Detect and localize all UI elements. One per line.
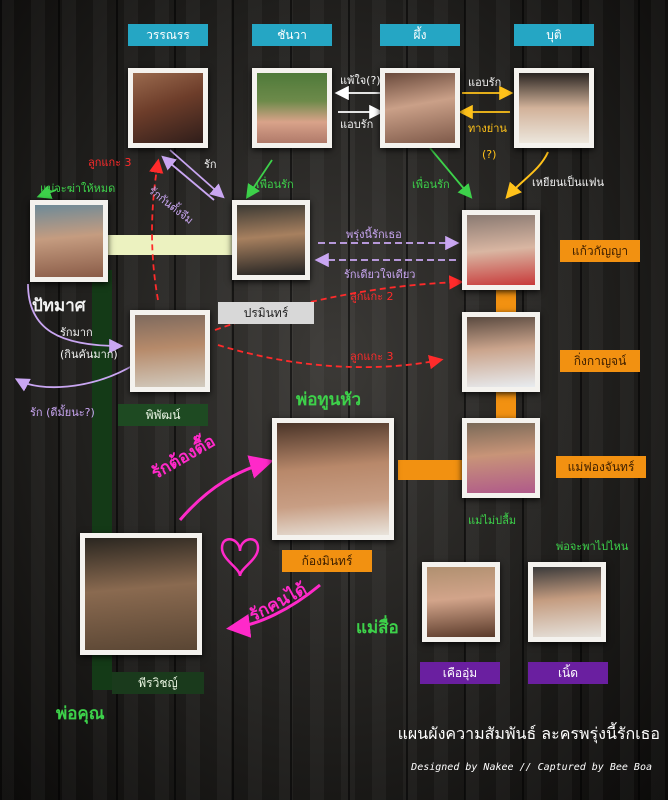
photo-chanwa [252, 68, 332, 148]
label-look-kae-2: ลูกแกะ 2 [350, 290, 394, 303]
tag-pramin: ปรมินทร์ [218, 302, 314, 324]
label-look-kae-3a: ลูกแกะ 3 [88, 156, 132, 169]
heart-icon [220, 538, 260, 577]
arrow-green-2 [429, 147, 473, 199]
photo-patamas [30, 200, 108, 282]
arrow-magenta-2 [226, 583, 321, 638]
label-mae-ja-hai: แม่จะฆ่าให้หมด [40, 182, 116, 195]
tag-buti: บุติ [514, 24, 594, 46]
label-por-toon-hua: พ่อทูนหัว [296, 390, 361, 410]
label-q-mark: (?) [482, 148, 497, 161]
arrow-lilac-1 [169, 149, 225, 199]
tag-wannarn: วรรณรร [128, 24, 208, 46]
photo-neut [528, 562, 606, 642]
label-rak-mak: รักมาก [60, 326, 93, 339]
label-mae-sue: แม่สื่อ [356, 618, 399, 638]
photo-kee-om [422, 562, 500, 642]
arrow-lilac-6 [14, 365, 133, 392]
photo-mae-fongjan [462, 418, 540, 498]
tag-mae-fongjan: แม่ฟองจันทร์ [556, 456, 646, 478]
photo-kaewkanya [462, 210, 540, 290]
label-por-koon: พ่อคุณ [56, 704, 105, 724]
page-title: แผนผังความสัมพันธ์ ละครพรุ่งนี้รักเธอ [397, 724, 660, 743]
tag-pipat: พิพัฒน์ [118, 404, 208, 426]
label-tang-yang: ทางย่าน [468, 122, 507, 135]
label-puean-rak-right: เพื่อนรัก [412, 178, 450, 191]
label-puean-rak-left: เพื่อนรัก [256, 178, 294, 191]
tag-neut: เนิ้ด [528, 662, 608, 684]
photo-kingkanya [462, 312, 540, 392]
label-look-kae-3b: ลูกแกะ 3 [350, 350, 394, 363]
arrow-red-mid2 [217, 344, 444, 370]
label-p-fai-jai: แพ้ใจ(?) [340, 74, 381, 87]
photo-pirawit [80, 533, 202, 655]
photo-pipat [130, 310, 210, 392]
arrow-green-3 [36, 185, 57, 199]
label-rak-dee: รัก (ดีมั้ยนะ?) [30, 406, 95, 419]
label-rak-short: รัก [204, 158, 217, 171]
arrow-lilac-2 [161, 155, 215, 201]
arrow-magenta-1 [178, 455, 274, 521]
photo-kongmin [272, 418, 394, 540]
arrow-buti-kaew [505, 151, 549, 200]
tag-pueng: ผึ้ง [380, 24, 460, 46]
label-por-ja-pai: พ่อจะพาไปไหน [556, 540, 629, 553]
name-patamas: ปัทมาศ [32, 296, 86, 316]
credit-line: Designed by Nakee // Captured by Bee Boa [411, 762, 652, 773]
photo-buti [514, 68, 594, 148]
bar-orange-kongmin [398, 460, 464, 480]
tag-chanwa: ชันวา [252, 24, 332, 46]
label-aob-rak-right: แอบรัก [468, 76, 502, 89]
label-aob-rak-left: แอบรัก [340, 118, 374, 131]
arrow-lilac-5 [27, 283, 124, 354]
label-kin-kan-mak: (กินคันมาก) [60, 348, 118, 361]
bar-cream-patamas [104, 235, 234, 255]
label-mae-mai-pleum: แม่ไม่ปลื้ม [468, 514, 517, 527]
arrow-red-top [149, 158, 164, 301]
photo-pueng [380, 68, 460, 148]
photo-pramin [232, 200, 310, 280]
label-paen-pen-faen: เหยียนเป็นแฟน [532, 176, 605, 189]
tag-pirawit: พีรวิชญ์ [112, 672, 204, 694]
tag-kingkanya: กิ่งกาญจน์ [560, 350, 640, 372]
arrow-green-1 [246, 159, 273, 199]
tag-kongmin: ก้องมินทร์ [282, 550, 372, 572]
label-rak-diao: รักเดียวใจเดียว [344, 268, 416, 281]
label-prung-nee: พรุ่งนี้รักเธอ [346, 228, 402, 241]
photo-wannarn [128, 68, 208, 148]
tag-kaewkanya: แก้วกัญญา [560, 240, 640, 262]
tag-kee-om: เคืออุ่ม [420, 662, 500, 684]
